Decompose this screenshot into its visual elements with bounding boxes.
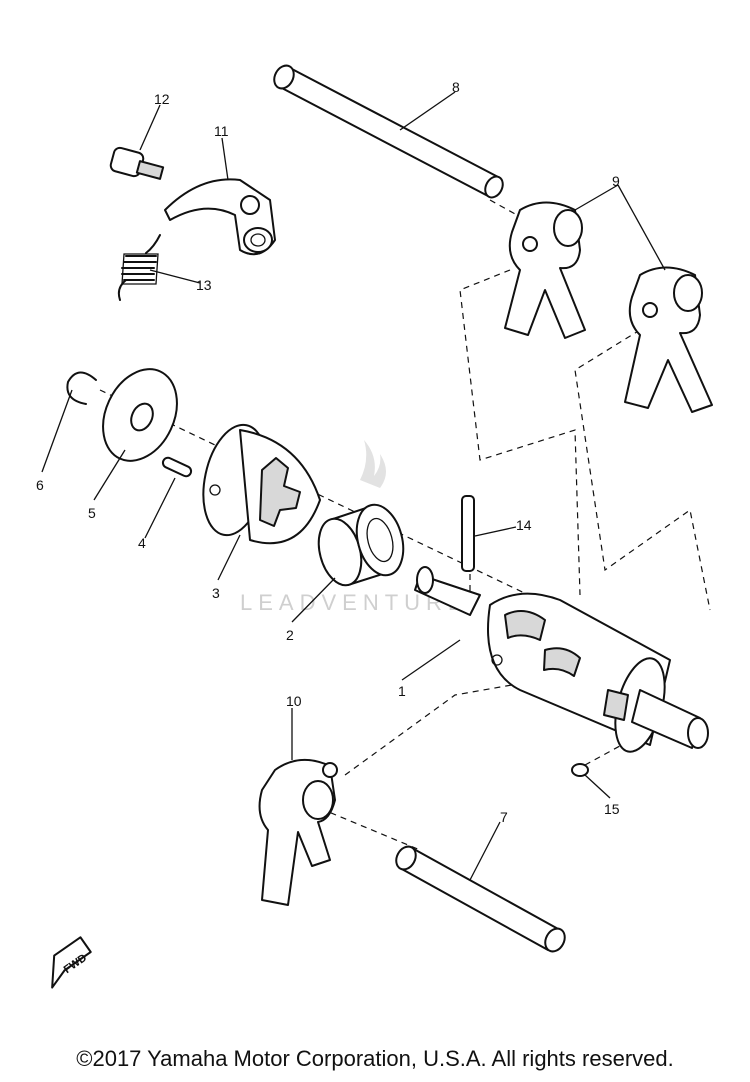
callout-13: 13 — [196, 277, 212, 293]
part-11-stopper-lever — [164, 178, 276, 256]
part-8-shift-fork-shaft — [273, 64, 504, 199]
copyright-text: ©2017 Yamaha Motor Corporation, U.S.A. A… — [76, 1046, 674, 1071]
callout-2: 2 — [286, 627, 294, 643]
part-13-spring — [117, 234, 161, 301]
part-4-dowel-pin — [161, 456, 193, 478]
callout-10: 10 — [286, 693, 302, 709]
part-12-bolt — [109, 146, 165, 180]
part-5-washer — [102, 368, 178, 462]
alignment-lines — [99, 199, 711, 851]
callout-4: 4 — [138, 535, 146, 551]
callout-12: 12 — [154, 91, 170, 107]
callout-6: 6 — [36, 477, 44, 493]
callout-3: 3 — [212, 585, 220, 601]
fwd-arrow-icon: FWD — [51, 936, 92, 989]
callout-14: 14 — [516, 517, 532, 533]
part-7-shift-fork-shaft — [395, 845, 566, 953]
part-2-bearing — [317, 503, 405, 587]
callout-7: 7 — [500, 809, 508, 825]
callout-1: 1 — [398, 683, 406, 699]
part-9-shift-forks — [504, 201, 713, 413]
parts-diagram: LEADVENTURE — [36, 64, 713, 989]
part-14-pin — [461, 495, 475, 572]
part-10-shift-fork — [258, 759, 338, 906]
part-1-shift-cam — [414, 566, 709, 753]
leader-lines — [41, 91, 666, 881]
part-6-circlip — [66, 371, 97, 405]
callout-8: 8 — [452, 79, 460, 95]
callout-5: 5 — [88, 505, 96, 521]
callout-9: 9 — [612, 173, 620, 189]
callout-11: 11 — [214, 123, 229, 139]
part-3-segment — [202, 423, 321, 545]
part-15-screw — [571, 763, 589, 777]
callout-15: 15 — [604, 801, 620, 817]
callout-labels: 1 2 3 4 5 6 7 8 9 10 11 12 13 14 15 — [36, 79, 620, 825]
